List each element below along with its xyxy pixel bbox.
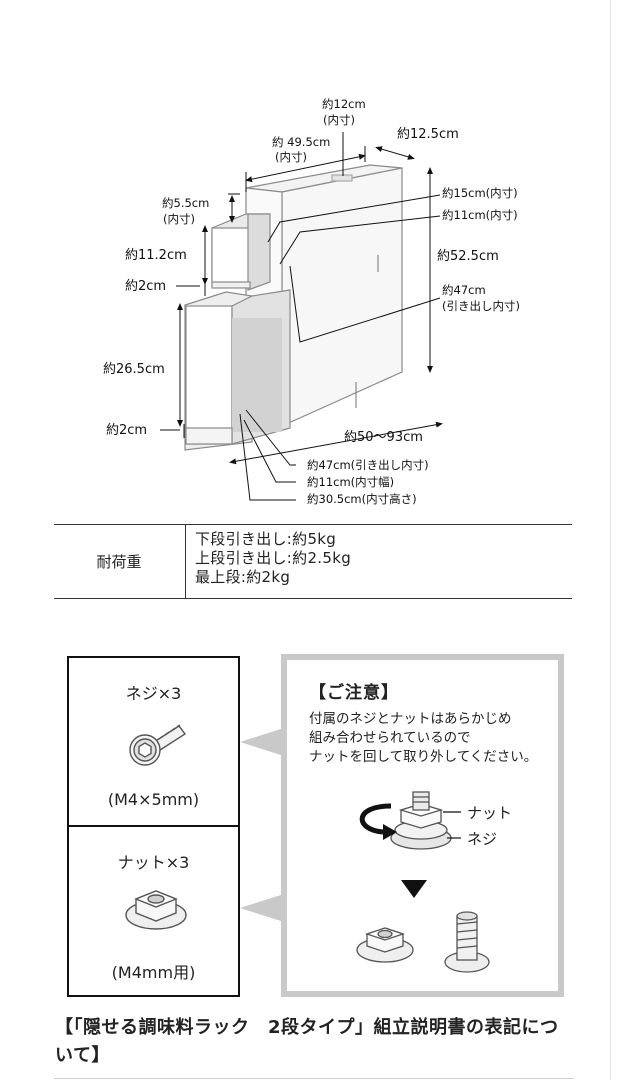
inner-top-width-sub: (内寸) — [323, 113, 355, 127]
load-upper-drawer: 上段引き出し:約2.5kg — [195, 549, 352, 567]
section-heading: 【「隠せる調味料ラック 2段タイプ」組立説明書の表記について】 — [55, 1017, 559, 1066]
assembled-nut-screw-illustration — [359, 791, 461, 850]
section-divider — [54, 1078, 574, 1079]
width-label: 約12.5cm — [397, 127, 459, 142]
dimension-diagram: 約12cm (内寸) 約12.5cm 約 49.5cm (内寸) 約5.5cm … — [103, 97, 520, 506]
upper-drawer-inner-depth-sub: (引き出し内寸) — [442, 299, 520, 313]
notice-line-3: ナットを回して取り外してください。 — [309, 749, 538, 765]
hex-socket-screw-icon — [129, 724, 187, 766]
notice-heading: 【ご注意】 — [309, 683, 399, 703]
notice-box: 【ご注意】 付属のネジとナットはあらかじめ 組み合わせられているので ナットを回… — [281, 654, 564, 997]
separated-nut-screw-illustration — [356, 911, 490, 973]
load-capacity-table: 耐荷重 下段引き出し:約5kg 上段引き出し:約2.5kg 最上段:約2kg — [54, 524, 572, 599]
load-lower-drawer: 下段引き出し:約5kg — [195, 530, 337, 548]
screw-title: ネジ×3 — [125, 684, 182, 703]
depth-range-label: 約50〜93cm — [344, 430, 423, 445]
upper-drawer-inner-depth: 約47cm — [442, 283, 486, 297]
lower-drawer-inner-height: 約30.5cm(内寸高さ) — [307, 492, 417, 506]
table-divider — [185, 525, 186, 598]
upper-drawer — [211, 213, 271, 291]
nut-part-box: ナット×3 (M4mm用) — [67, 825, 240, 997]
inner-top-width-label: 約12cm — [322, 97, 366, 111]
gap-lower-label: 約2cm — [106, 423, 147, 438]
lower-drawer-height-label: 約26.5cm — [103, 362, 165, 377]
page-right-border — [610, 0, 611, 1080]
top-shelf-height-sub: (内寸) — [163, 212, 195, 226]
lower-drawer — [184, 289, 291, 451]
screw-part-box: ネジ×3 (M4×5mm) — [67, 656, 240, 828]
load-top-shelf: 最上段:約2kg — [195, 568, 291, 586]
load-capacity-values: 下段引き出し:約5kg 上段引き出し:約2.5kg 最上段:約2kg — [195, 530, 351, 587]
callout-pointers — [240, 728, 284, 922]
hex-flange-nut-icon — [125, 890, 187, 930]
nut-callout-label: ナット — [467, 804, 513, 822]
upper-drawer-inner-height: 約15cm(内寸) — [442, 186, 518, 200]
upper-drawer-height-label: 約11.2cm — [125, 248, 187, 263]
down-triangle-icon — [401, 880, 427, 898]
lower-drawer-inner-depth: 約47cm(引き出し内寸) — [307, 458, 429, 472]
notice-body: 付属のネジとナットはあらかじめ 組み合わせられているので ナットを回して取り外し… — [309, 710, 537, 767]
screw-spec: (M4×5mm) — [107, 790, 200, 809]
screw-callout-label: ネジ — [467, 830, 498, 848]
lower-drawer-inner-width: 約11cm(内寸幅) — [307, 475, 394, 489]
nut-title: ナット×3 — [117, 853, 190, 872]
notice-line-2: 組み合わせられているので — [309, 730, 471, 746]
gap-upper-label: 約2cm — [125, 279, 166, 294]
total-height-label: 約52.5cm — [437, 249, 499, 264]
upper-drawer-inner-width: 約11cm(内寸) — [442, 208, 518, 222]
load-capacity-label: 耐荷重 — [96, 553, 142, 571]
notice-line-1: 付属のネジとナットはあらかじめ — [309, 711, 512, 727]
inner-depth-sub: (内寸) — [275, 150, 307, 164]
inner-depth-label: 約 49.5cm — [272, 135, 330, 149]
nut-spec: (M4mm用) — [111, 963, 196, 982]
top-shelf-height-label: 約5.5cm — [162, 196, 209, 210]
